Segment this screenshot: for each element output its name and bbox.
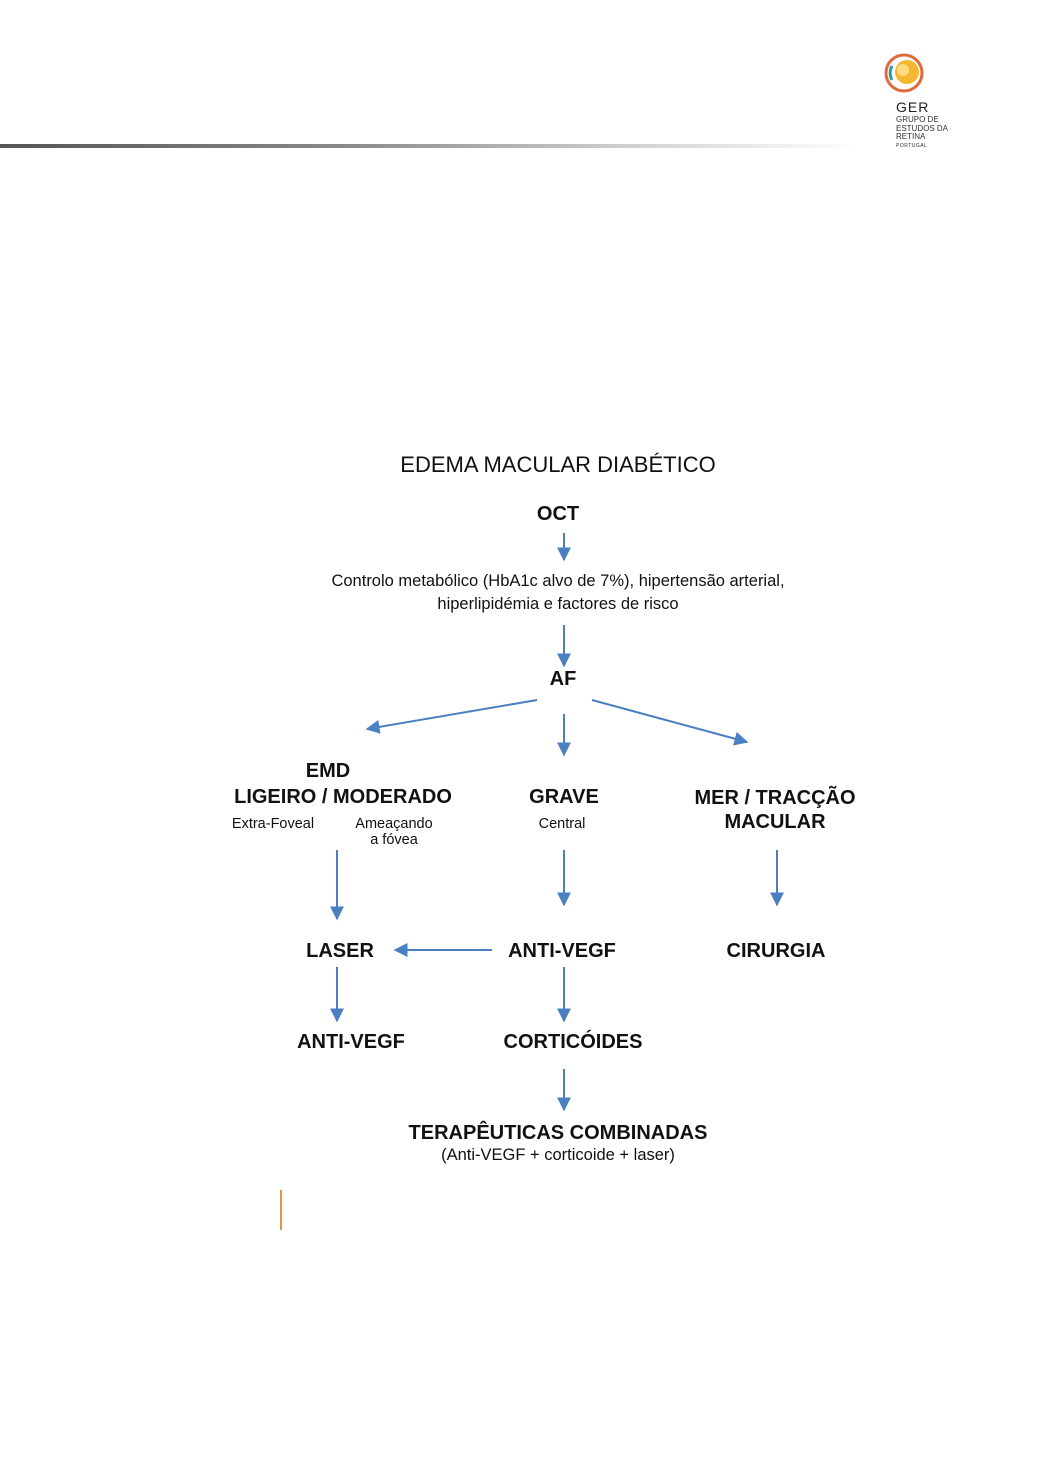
node-mer-line2: MACULAR (724, 811, 826, 833)
node-ligeiro-moderado: LIGEIRO / MODERADO (234, 786, 452, 808)
header-rule (0, 144, 860, 148)
node-cirurgia: CIRURGIA (726, 940, 826, 962)
node-metabolic-control-line2: hiperlipidémia e factores de risco (437, 595, 679, 613)
node-terapeuticas-combinadas: TERAPÊUTICAS COMBINADAS (408, 1122, 708, 1144)
node-laser: LASER (306, 940, 374, 962)
node-emd: EMD (305, 760, 351, 782)
node-mer-traccao: MER / TRACÇÃO MACULAR (694, 786, 855, 834)
node-anti-vegf-center: ANTI-VEGF (508, 940, 616, 962)
ger-logo-icon (884, 53, 924, 93)
node-anti-vegf-left: ANTI-VEGF (297, 1031, 405, 1053)
label-ameacando-fovea: Ameaçando a fóvea (355, 816, 432, 848)
node-metabolic-control-line1: Controlo metabólico (HbA1c alvo de 7%), … (331, 572, 785, 590)
ger-logo: GER GRUPO DE ESTUDOS DA RETINA PORTUGAL (883, 52, 963, 152)
logo-abbreviation: GER (896, 99, 930, 115)
label-ameacando-line1: Ameaçando (355, 816, 433, 832)
node-metabolic-control: Controlo metabólico (HbA1c alvo de 7%), … (331, 570, 784, 616)
node-combo-description: (Anti-VEGF + corticoide + laser) (441, 1146, 675, 1164)
node-af: AF (549, 668, 577, 690)
arrow-af-to-emd (365, 699, 538, 734)
node-corticoides: CORTICÓIDES (503, 1031, 643, 1053)
arrow-af-to-mer (591, 699, 749, 746)
diagram-title: EDEMA MACULAR DIABÉTICO (400, 452, 716, 477)
logo-name: GRUPO DE ESTUDOS DA RETINA (896, 115, 948, 141)
node-mer-line1: MER / TRACÇÃO (694, 787, 856, 809)
logo-country: PORTUGAL (896, 143, 928, 149)
label-extra-foveal: Extra-Foveal (231, 816, 315, 832)
orange-accent-bar (280, 1190, 282, 1230)
label-ameacando-line2: a fóvea (370, 832, 418, 848)
node-oct: OCT (536, 503, 580, 525)
label-central: Central (538, 816, 586, 832)
node-grave: GRAVE (529, 786, 599, 808)
